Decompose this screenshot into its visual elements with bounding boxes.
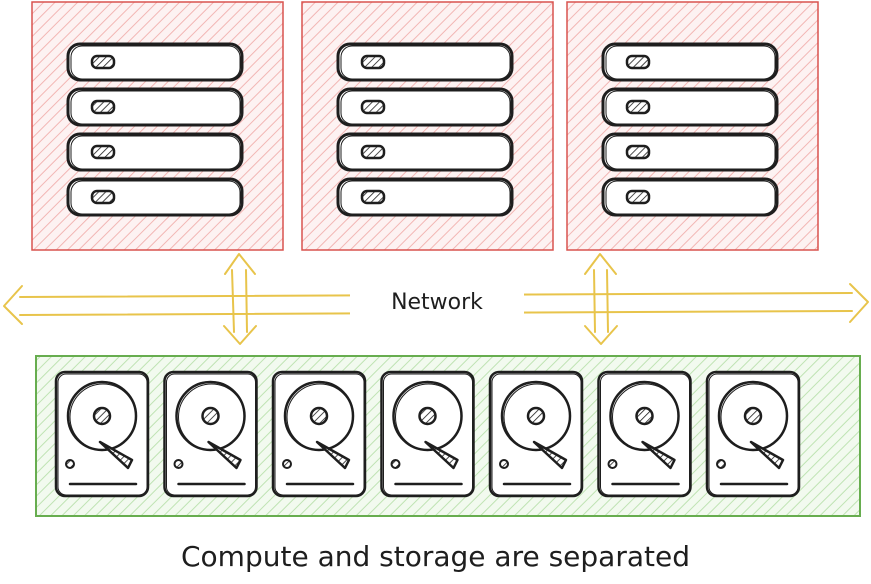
hard-disk-icon [163, 370, 258, 498]
server-unit-icon [66, 42, 244, 82]
compute-layer [31, 1, 819, 251]
server-unit-icon [336, 132, 514, 172]
server-unit-icon [601, 42, 779, 82]
server-unit-icon [601, 132, 779, 172]
hard-disk-icon [705, 370, 801, 498]
hard-disk-icon [380, 370, 475, 498]
server-unit-icon [601, 177, 779, 217]
hard-disk-icon [488, 370, 584, 498]
hard-disk-icon [271, 370, 367, 498]
storage-layer [35, 355, 861, 517]
server-unit-icon [66, 177, 244, 217]
hard-disk-icon [54, 370, 150, 498]
link-arrow-left [223, 253, 257, 345]
compute-node-3 [566, 1, 819, 251]
server-unit-icon [66, 132, 244, 172]
server-unit-icon [66, 87, 244, 127]
server-unit-icon [336, 42, 514, 82]
network-label: Network [350, 288, 524, 318]
diagram-caption: Compute and storage are separated [180, 540, 690, 573]
server-unit-icon [601, 87, 779, 127]
server-unit-icon [336, 87, 514, 127]
hard-disk-icon [597, 370, 692, 498]
compute-node-1 [31, 1, 284, 251]
server-unit-icon [336, 177, 514, 217]
link-arrow-right [584, 253, 618, 345]
compute-node-2 [301, 1, 554, 251]
